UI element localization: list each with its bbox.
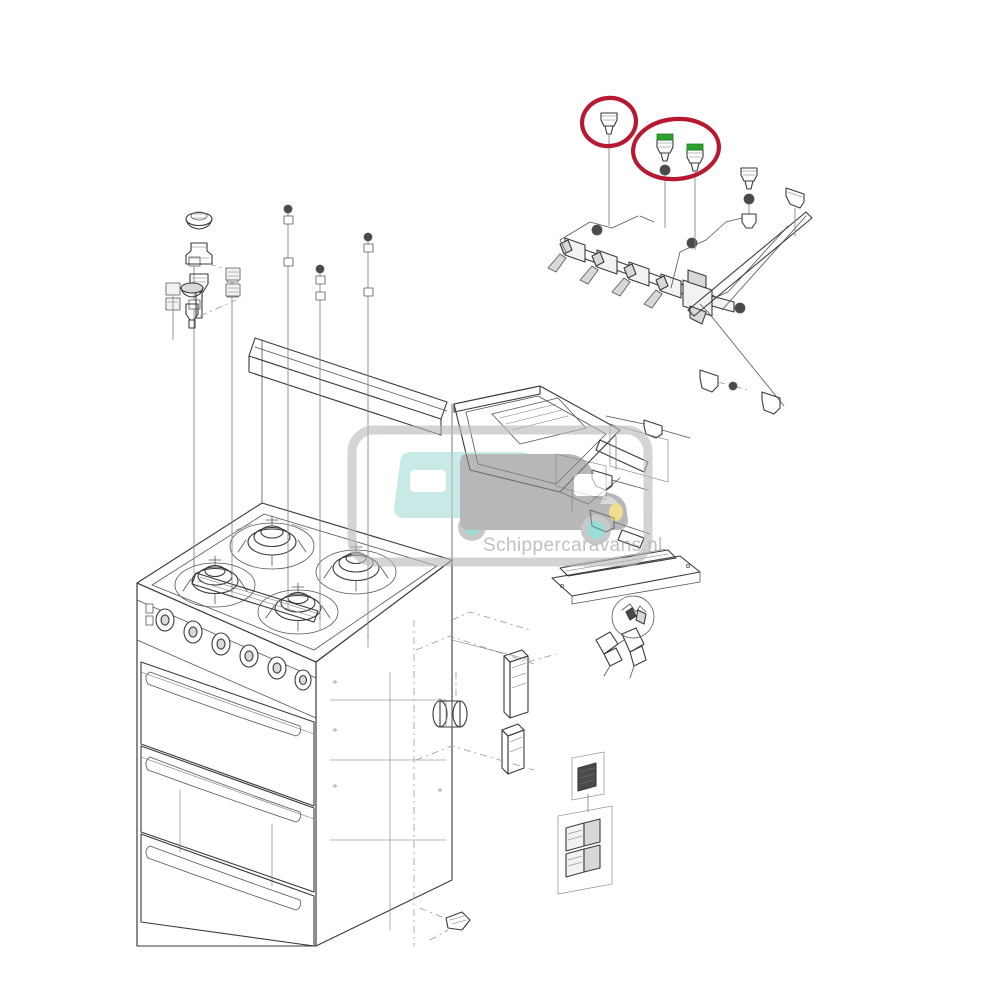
misc-leaders xyxy=(451,611,531,700)
ignition-modules xyxy=(413,620,613,946)
injector-nozzle-b-green xyxy=(656,133,674,228)
grill-door xyxy=(140,661,315,807)
highlight-ellipse-injector-pair xyxy=(630,116,722,182)
gas-manifold xyxy=(547,211,813,407)
watermark-motorhome xyxy=(460,454,628,545)
watermark-text: Schippercaravans.nl xyxy=(483,535,663,556)
watermark-frame xyxy=(347,425,653,567)
oven-door xyxy=(140,745,315,893)
burner-cap-stack-left xyxy=(185,211,213,319)
injector-nozzle-d xyxy=(740,167,758,229)
pipe-elbow-fitting-1 xyxy=(699,369,781,415)
electrode-detail xyxy=(595,595,655,679)
injector-nozzle-a xyxy=(600,112,618,226)
thermocouple-rods xyxy=(188,204,374,649)
burner-cap-stack-left-2 xyxy=(180,263,237,329)
injector-nozzles xyxy=(600,112,805,415)
lower-drawer xyxy=(140,833,315,947)
injector-nozzle-e xyxy=(785,187,805,236)
cooker-body xyxy=(136,337,453,947)
rod-connector-blocks xyxy=(165,267,241,340)
bottom-valve-fitting xyxy=(419,907,471,941)
control-knobs xyxy=(155,608,312,691)
highlight-ellipse-injector-single xyxy=(579,95,639,149)
panel-badge xyxy=(145,603,154,626)
injector-nozzle-c-green xyxy=(686,143,704,250)
cylinder-part xyxy=(432,700,468,728)
